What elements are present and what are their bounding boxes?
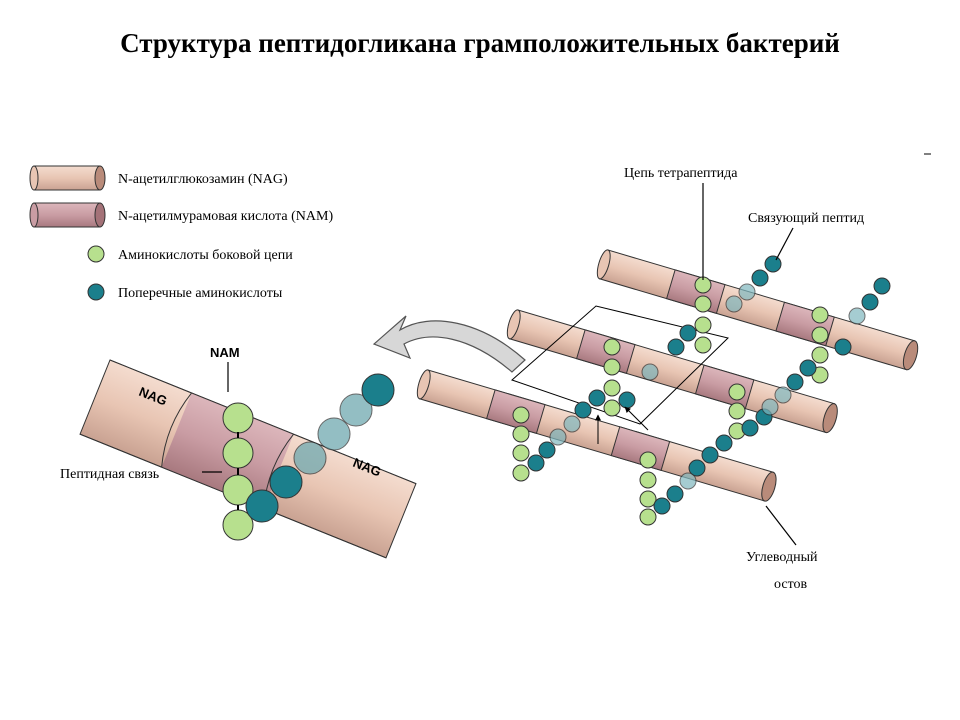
- legend: N-ацетилглюкозамин (NAG) N-ацетилмурамов…: [29, 165, 333, 301]
- legend-nam-label: N-ацетилмурамовая кислота (NAM): [118, 209, 333, 224]
- zoom-detail: NAG NAG NAM Пептидная связь: [60, 345, 417, 559]
- carbohydrate-pointer: [765, 505, 797, 546]
- zoom-side-chain: [222, 402, 254, 541]
- cross-links-faded: [549, 283, 866, 490]
- legend-side-chain-label: Аминокислоты боковой цепи: [118, 248, 293, 263]
- bridge-peptide-label: Связующий пептид: [748, 211, 864, 226]
- cross-links: [527, 255, 891, 515]
- carbohydrate-label-line2: остов: [774, 577, 807, 592]
- legend-nag-swatch: [29, 165, 106, 191]
- legend-nam-swatch: [29, 202, 106, 228]
- zoom-arrow: [372, 315, 526, 373]
- legend-cross-link-label: Поперечные аминокислоты: [118, 286, 283, 301]
- carbohydrate-label-line1: Углеводный: [746, 550, 818, 565]
- tetrapeptide-chain-label: Цепь тетрапептида: [624, 166, 738, 181]
- peptidoglycan-lattice: [416, 249, 919, 526]
- lattice-arrow-2: [624, 406, 649, 431]
- zoom-region-outline: [511, 305, 729, 425]
- zoom-cross-links: [245, 373, 395, 523]
- side-chains: [512, 276, 829, 526]
- legend-cross-link-dot: [87, 283, 105, 301]
- legend-side-chain-dot: [87, 245, 105, 263]
- page-title: Структура пептидогликана грамположительн…: [120, 28, 840, 58]
- zoom-nam-label: NAM: [210, 345, 240, 360]
- peptide-bond-label: Пептидная связь: [60, 467, 159, 482]
- legend-nag-label: N-ацетилглюкозамин (NAG): [118, 172, 288, 187]
- bridge-peptide-pointer: [775, 227, 794, 261]
